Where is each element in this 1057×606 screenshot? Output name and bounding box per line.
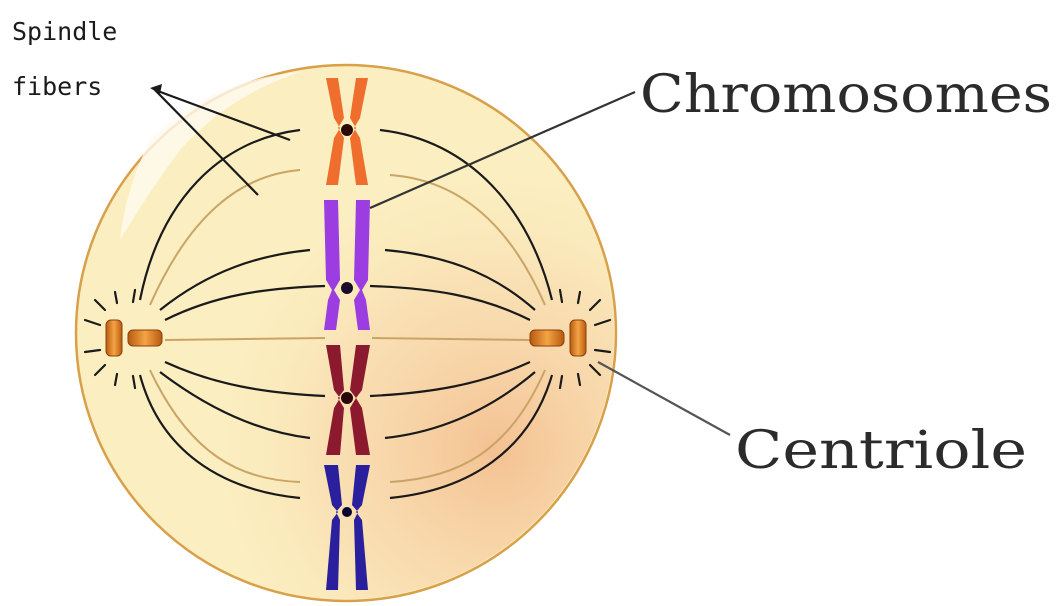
label-spindle-fibers-line1: Spindle xyxy=(12,17,117,46)
label-centriole: Centriole xyxy=(735,421,1027,481)
label-chromosomes: Chromosomes xyxy=(640,65,1052,125)
label-spindle-fibers-line2: fibers xyxy=(12,72,102,101)
